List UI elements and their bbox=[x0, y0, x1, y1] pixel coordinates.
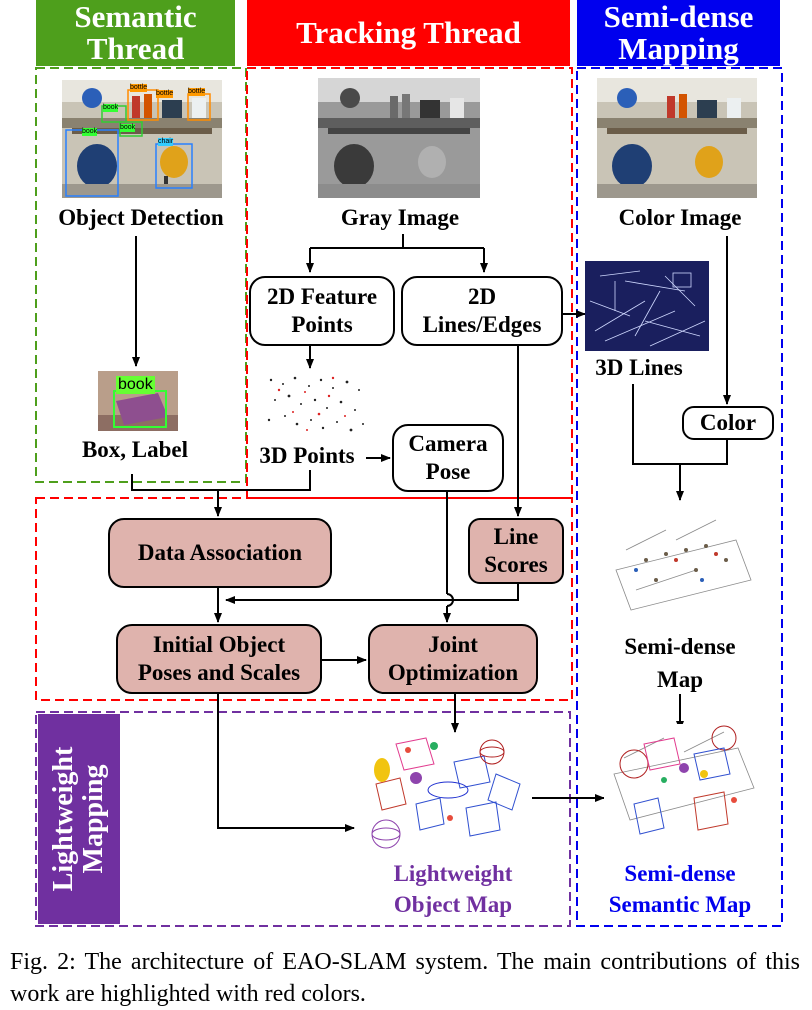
tracking-region-border-bottom bbox=[35, 497, 573, 701]
semi-dense-map-label: Semi-dense Map bbox=[624, 634, 736, 692]
box-label-image: book bbox=[98, 371, 178, 431]
color-image-label: Color Image bbox=[618, 205, 742, 230]
2d-feature-points-node: 2D Feature Points bbox=[249, 276, 395, 346]
detection-tag: bottle bbox=[130, 84, 148, 92]
object-detection-image: book bottle bottle bottle book book chai… bbox=[62, 80, 222, 198]
detection-tag: bottle bbox=[188, 88, 206, 96]
detection-tag: book bbox=[103, 104, 119, 112]
3d-points-image bbox=[263, 370, 367, 436]
color-node: Color bbox=[682, 406, 774, 440]
3d-points-label: 3D Points bbox=[259, 443, 355, 468]
box-label-label: Box, Label bbox=[81, 437, 189, 462]
detection-tag: chair bbox=[158, 138, 174, 146]
3d-lines-label: 3D Lines bbox=[595, 355, 683, 380]
detection-tag: bottle bbox=[156, 90, 174, 98]
color-image-photo bbox=[597, 78, 757, 198]
detection-tag: book bbox=[120, 124, 136, 132]
detection-tag: book bbox=[82, 128, 98, 136]
tracking-thread-header: Tracking Thread bbox=[247, 0, 570, 66]
3d-lines-image bbox=[585, 261, 709, 351]
lightweight-mapping-header-text: Lightweight Mapping bbox=[48, 746, 109, 892]
data-association-node: Data Association bbox=[108, 518, 332, 588]
line-scores-node: Line Scores bbox=[468, 518, 564, 584]
book-tag: book bbox=[116, 376, 155, 394]
camera-pose-node: Camera Pose bbox=[392, 424, 504, 492]
object-detection-label: Object Detection bbox=[58, 205, 224, 230]
semi-dense-mapping-header: Semi-dense Mapping bbox=[577, 0, 780, 66]
mapping-region-border bbox=[576, 67, 783, 927]
2d-lines-edges-node: 2D Lines/Edges bbox=[401, 276, 563, 346]
semi-dense-map-image bbox=[606, 510, 756, 622]
lightweight-object-map-image bbox=[356, 734, 530, 856]
tracking-region-border-top bbox=[246, 67, 573, 499]
semi-dense-semantic-map-label: Semi-dense Semantic Map bbox=[608, 861, 752, 917]
lightweight-object-map-label: Lightweight Object Map bbox=[393, 861, 513, 917]
lightweight-mapping-header: Lightweight Mapping bbox=[38, 714, 120, 924]
gray-image-photo bbox=[318, 78, 480, 198]
diagram-connectors bbox=[35, 67, 783, 927]
joint-optimization-node: Joint Optimization bbox=[368, 624, 538, 694]
figure-caption: Fig. 2: The architecture of EAO-SLAM sys… bbox=[10, 949, 800, 1007]
semantic-thread-header: Semantic Thread bbox=[36, 0, 235, 66]
initial-object-poses-node: Initial Object Poses and Scales bbox=[116, 624, 322, 694]
semi-dense-semantic-map-image bbox=[604, 724, 758, 844]
semantic-region-border bbox=[35, 67, 247, 483]
lightweight-region-border bbox=[35, 711, 571, 927]
gray-image-label: Gray Image bbox=[340, 205, 460, 230]
